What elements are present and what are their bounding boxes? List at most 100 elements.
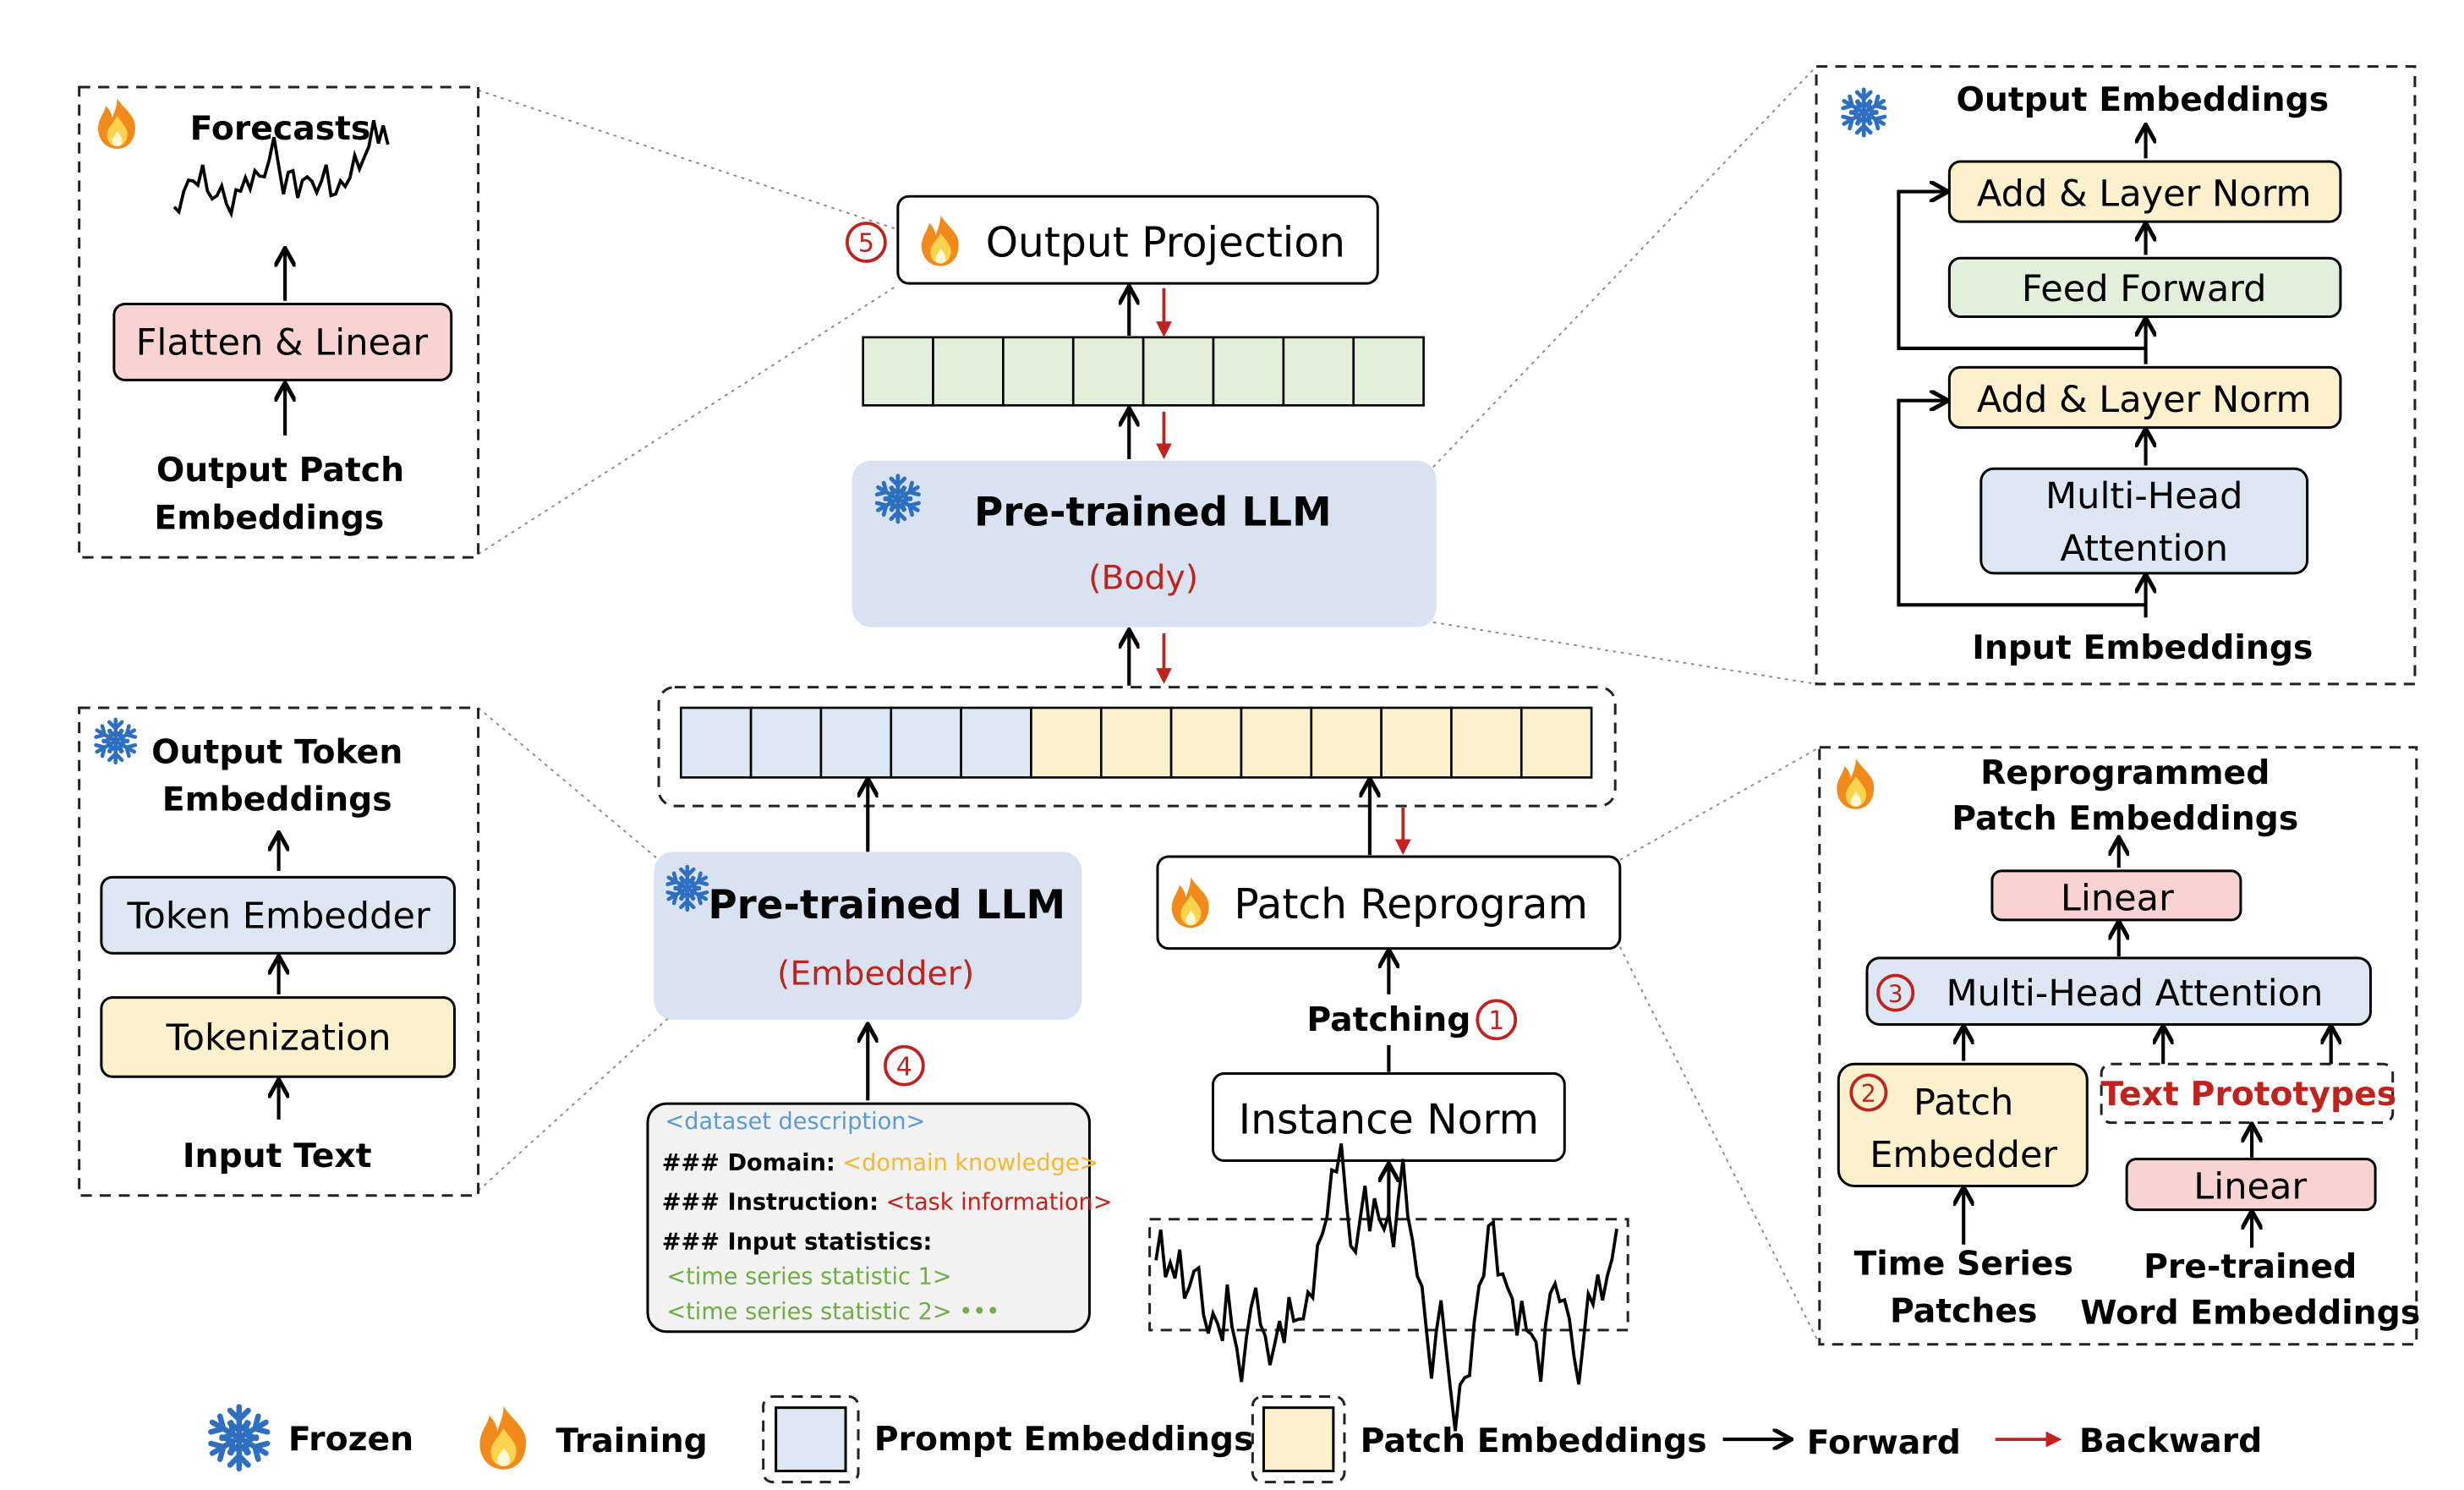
token-embedder-label: Token Embedder [127, 895, 430, 937]
snowflake-icon [208, 1407, 271, 1469]
prompt-embedding-cell [819, 706, 893, 779]
patches-label: Patches [1890, 1293, 2037, 1331]
add-norm-top-label: Add & Layer Norm [1977, 173, 2312, 215]
legend-training: Training [556, 1422, 707, 1460]
mha-label: Multi-Head Attention [1947, 972, 2324, 1015]
input-time-series [1154, 1142, 1618, 1432]
input-statistics-key: ### Input statistics: [662, 1229, 933, 1255]
add-norm-bottom-label: Add & Layer Norm [1977, 379, 2312, 421]
output-embedding-cell [932, 336, 1005, 407]
output-embedding-cell [862, 336, 934, 407]
dataset-description: <dataset description> [665, 1109, 926, 1135]
output-embedding-cell [1142, 336, 1215, 407]
reprogram-panel: Reprogrammed Patch Embeddings Linear 3 M… [1818, 746, 2420, 1346]
patch-embeddings-label: Patch Embeddings [1952, 800, 2298, 838]
step-1-badge: 1 [1488, 1006, 1504, 1036]
input-embeddings-label: Input Embeddings [1972, 629, 2313, 667]
input-text-label: Input Text [183, 1137, 372, 1175]
pretrained-label: Pre-trained [2144, 1248, 2357, 1286]
patch-embedding-cell [1240, 706, 1313, 779]
legend-patch: Patch Embeddings [1361, 1422, 1707, 1460]
legend-forward: Forward [1807, 1424, 1961, 1462]
prompt-embedding-cell [960, 706, 1032, 779]
fire-icon [98, 98, 135, 150]
llm-embedder-title: Pre-trained LLM [708, 883, 1065, 929]
linear-bottom-label: Linear [2193, 1165, 2307, 1208]
legend-prompt: Prompt Embeddings [874, 1421, 1254, 1459]
statistic-2: <time series statistic 2> [666, 1299, 951, 1325]
fire-icon [1837, 758, 1875, 809]
patch-embedding-cell [1310, 706, 1383, 779]
svg-text:### Instruction: <task informa: ### Instruction: <task information> [662, 1190, 1113, 1216]
llm-body-block: Pre-trained LLM (Body) [851, 460, 1437, 627]
tokenization-block [100, 996, 456, 1078]
time-series-label: Time Series [1853, 1245, 2073, 1283]
patching-label: Patching [1306, 1001, 1470, 1039]
domain-key: ### Domain: [662, 1150, 835, 1176]
llm-embedder-block: Pre-trained LLM (Embedder) [654, 852, 1082, 1020]
legend-frozen: Frozen [288, 1421, 413, 1459]
word-embeddings-label: Word Embeddings [2080, 1294, 2420, 1332]
patch-embedding-cell [1099, 706, 1173, 779]
transformer-panel: Output Embeddings Add & Layer Norm Feed … [1815, 65, 2417, 686]
forecast-series [172, 119, 390, 219]
forecasts-label: Forecasts [190, 110, 371, 148]
prompt-box: <dataset description> ### Domain: <domai… [646, 1102, 1113, 1334]
embeddings-label: Embeddings [154, 499, 384, 537]
legend-backward: Backward [2079, 1422, 2262, 1460]
output-embedding-cell [1352, 336, 1425, 407]
patch-embedding-cell [1450, 706, 1523, 779]
patch-embedding-cell [1030, 706, 1103, 779]
patch-embedding-cell [1519, 706, 1593, 779]
svg-text:<time series statistic 2> •••: <time series statistic 2> ••• [666, 1299, 999, 1325]
embeddings-label: Embeddings [162, 781, 392, 819]
statistic-1: <time series statistic 1> [666, 1264, 951, 1290]
llm-body-title: Pre-trained LLM [974, 490, 1332, 536]
snowflake-icon [1841, 90, 1887, 135]
embedding-row [679, 706, 1593, 779]
output-projection: 5 Output Projection [846, 194, 1379, 285]
snowflake-icon [94, 720, 138, 763]
output-projection-label: Output Projection [986, 219, 1345, 266]
patch-swatch [1262, 1406, 1335, 1473]
flatten-linear-label: Flatten & Linear [136, 321, 429, 364]
token-panel: Output Token Embeddings Token Embedder T… [78, 706, 480, 1197]
output-embedding-cell [1212, 336, 1285, 407]
reprogrammed-label: Reprogrammed [1980, 754, 2270, 792]
mha-label-2: Attention [2060, 528, 2228, 570]
step-2-badge: 2 [1861, 1080, 1876, 1108]
text-prototypes-label: Text Prototypes [2100, 1076, 2396, 1114]
output-embedding-row [862, 336, 1425, 407]
patch-reprogram-block: Patch Reprogram [1156, 855, 1622, 950]
prompt-swatch [775, 1406, 847, 1473]
step-5-badge: 5 [858, 229, 874, 259]
step-4-badge: 4 [896, 1052, 912, 1082]
domain-value: <domain knowledge> [842, 1150, 1098, 1176]
llm-embedder-subtitle: (Embedder) [777, 956, 974, 994]
output-embedding-cell [1282, 336, 1355, 407]
instruction-key: ### Instruction: [662, 1190, 879, 1216]
output-embedding-cell [1002, 336, 1075, 407]
prompt-embedding-cell [890, 706, 962, 779]
patch-reprogram-label: Patch Reprogram [1234, 881, 1588, 929]
llm-body-subtitle: (Body) [1088, 560, 1198, 598]
linear-top-label: Linear [2061, 878, 2174, 920]
step-3-badge: 3 [1888, 980, 1903, 1008]
patch-embedder-label-1: Patch [1914, 1082, 2013, 1124]
patch-embedding-cell [1380, 706, 1453, 779]
prompt-embedding-cell [679, 706, 753, 779]
patch-embedding-cell [1169, 706, 1243, 779]
output-embeddings-label: Output Embeddings [1956, 81, 2329, 119]
instance-norm-block [1212, 1072, 1566, 1163]
prompt-embedding-cell [749, 706, 823, 779]
svg-text:### Domain: <domain knowledge>: ### Domain: <domain knowledge> [662, 1150, 1098, 1176]
instance-norm-label: Instance Norm [1239, 1097, 1539, 1144]
instruction-value: <task information> [886, 1190, 1113, 1216]
zoom-connectors [477, 65, 1821, 1345]
output-patch-label: Output Patch [156, 452, 404, 490]
tokenization-label: Tokenization [166, 1016, 392, 1059]
fire-icon [479, 1405, 527, 1470]
token-embedder-block [100, 875, 456, 955]
ellipsis: ••• [959, 1299, 999, 1325]
